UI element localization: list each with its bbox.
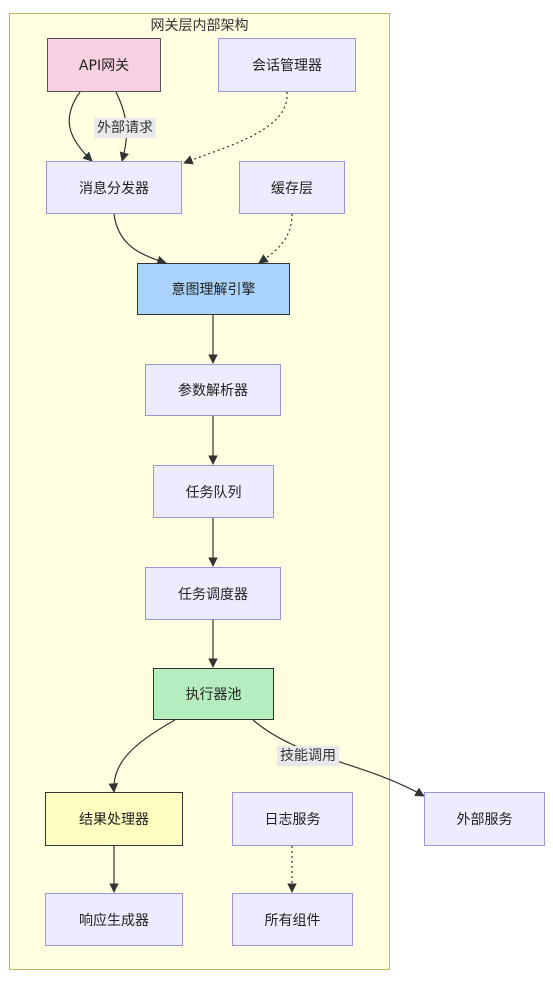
edge-session-to-dispatcher: [183, 91, 288, 165]
node-task-scheduler: 任务调度器: [145, 567, 281, 620]
edge-exec-to-result: [108, 719, 176, 793]
edge-label-skill-call: 技能调用: [277, 746, 339, 766]
node-intent-engine: 意图理解引擎: [137, 263, 290, 315]
node-executor-pool: 执行器池: [153, 668, 274, 720]
node-all-components: 所有组件: [232, 893, 353, 946]
node-api-gateway: API网关: [47, 38, 161, 92]
edge-dispatcher-to-intent: [113, 213, 167, 266]
node-log-service: 日志服务: [232, 792, 353, 846]
node-external-service: 外部服务: [424, 792, 545, 846]
node-cache-layer: 缓存层: [239, 161, 345, 214]
node-response-generator: 响应生成器: [45, 893, 183, 946]
node-param-parser: 参数解析器: [145, 364, 281, 416]
node-task-queue: 任务队列: [153, 465, 274, 518]
cluster-title: 网关层内部架构: [150, 18, 249, 34]
edge-api-to-dispatcher-left: [68, 91, 93, 162]
edge-cache-to-intent: [258, 213, 293, 264]
node-session-manager: 会话管理器: [218, 38, 356, 92]
node-result-processor: 结果处理器: [45, 792, 183, 846]
node-message-dispatcher: 消息分发器: [46, 161, 182, 214]
edge-label-external-request: 外部请求: [94, 118, 156, 138]
